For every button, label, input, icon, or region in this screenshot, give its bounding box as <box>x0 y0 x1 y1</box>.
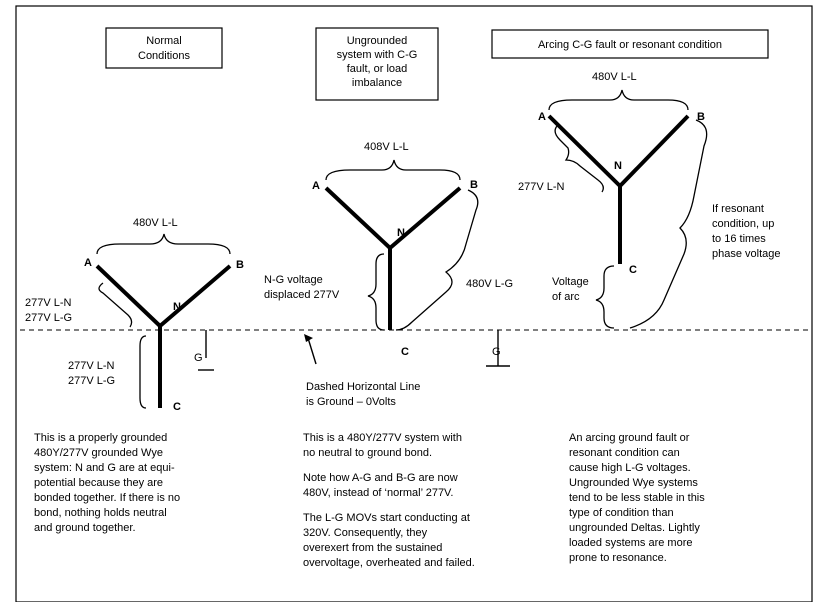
node-b: B <box>697 111 705 123</box>
ng-voltage-1: N-G voltage <box>264 274 323 286</box>
brace-arc <box>595 265 615 329</box>
ln-voltage: 277V L-N <box>518 181 565 193</box>
para-normal-line: bonded together. If there is no <box>34 492 180 504</box>
para-arcing-line: tend to be less stable in this <box>569 492 705 504</box>
node-b: B <box>236 259 244 271</box>
brace-resonant <box>629 119 708 329</box>
node-a: A <box>538 111 546 123</box>
leg-b <box>618 114 690 188</box>
header-ungrounded-line-2: system with C-G <box>337 49 418 61</box>
header-ungrounded: Ungrounded system with C-G fault, or loa… <box>315 27 439 101</box>
brace-ll <box>325 159 461 181</box>
node-b: B <box>470 179 478 191</box>
para-ungrounded-line: This is a 480Y/277V system with <box>303 432 462 444</box>
brace-lg <box>395 189 479 331</box>
header-ungrounded-line-4: imbalance <box>352 77 402 89</box>
resonant-2: condition, up <box>712 218 774 230</box>
leg-a <box>547 114 622 188</box>
ground-note-arrow <box>307 337 317 365</box>
header-arcing-line-1: Arcing C-G fault or resonant condition <box>538 39 722 51</box>
para-arcing-line: ungrounded Deltas. Lightly <box>569 522 700 534</box>
node-g: G <box>492 346 501 358</box>
para-normal-line: 480Y/277V grounded Wye <box>34 447 163 459</box>
arc-voltage-1: Voltage <box>552 276 589 288</box>
brace-ll <box>96 233 231 255</box>
leg-a <box>324 186 392 250</box>
para-ungrounded-line: overexert from the sustained <box>303 542 442 554</box>
para-arcing-line: An arcing ground fault or <box>569 432 690 444</box>
node-n: N <box>397 227 405 239</box>
para-ungrounded-line: overvoltage, overheated and failed. <box>303 557 475 569</box>
leg-a <box>95 264 162 328</box>
diagram-arcing: A B N C 480V L-L 277V L-N Voltage of arc… <box>518 71 781 329</box>
para-normal-line: potential because they are <box>34 477 163 489</box>
brace-ln <box>554 125 604 193</box>
outer-frame <box>15 5 813 602</box>
header-normal: Normal Conditions <box>105 27 223 69</box>
ground-note-1: Dashed Horizontal Line <box>306 381 420 393</box>
node-c: C <box>629 264 637 276</box>
brace-ln-lower <box>139 335 147 409</box>
ll-voltage: 480V L-L <box>592 71 637 83</box>
arc-voltage-2: of arc <box>552 291 580 303</box>
node-a: A <box>312 180 320 192</box>
para-ungrounded-line: no neutral to ground bond. <box>303 447 432 459</box>
header-ungrounded-line-3: fault, or load <box>347 63 408 75</box>
leg-b <box>388 186 462 250</box>
brace-ll <box>548 89 689 111</box>
para-arcing-line: prone to resonance. <box>569 552 667 564</box>
resonant-3: to 16 times <box>712 233 766 245</box>
node-g: G <box>194 352 203 364</box>
brace-ng <box>367 253 385 331</box>
node-c: C <box>173 401 181 413</box>
para-ungrounded-line: Note how A-G and B-G are now <box>303 472 458 484</box>
brace-ln-upper <box>98 282 133 328</box>
para-normal-line: This is a properly grounded <box>34 432 167 444</box>
para-normal-line: system: N and G are at equi- <box>34 462 175 474</box>
explanation-ungrounded: This is a 480Y/277V system with no neutr… <box>303 432 475 569</box>
node-c: C <box>401 346 409 358</box>
header-normal-line-1: Normal <box>146 35 181 47</box>
ln-upper-2: 277V L-G <box>25 312 72 324</box>
para-ungrounded-line: 320V. Consequently, they <box>303 527 428 539</box>
resonant-1: If resonant <box>712 203 764 215</box>
explanation-arcing: An arcing ground fault or resonant condi… <box>569 432 705 564</box>
ground-note-2: is Ground – 0Volts <box>306 396 396 408</box>
para-arcing-line: type of condition than <box>569 507 674 519</box>
para-arcing-line: loaded systems are more <box>569 537 693 549</box>
ll-voltage: 408V L-L <box>364 141 409 153</box>
node-n: N <box>614 160 622 172</box>
para-normal-line: and ground together. <box>34 522 136 534</box>
header-ungrounded-line-1: Ungrounded <box>347 35 408 47</box>
para-arcing-line: cause high L-G voltages. <box>569 462 691 474</box>
leg-b <box>158 264 232 328</box>
header-arcing: Arcing C-G fault or resonant condition <box>491 29 769 59</box>
ln-lower-1: 277V L-N <box>68 360 115 372</box>
para-normal-line: bond, nothing holds neutral <box>34 507 167 519</box>
node-n: N <box>173 301 181 313</box>
ground-note-arrowhead <box>304 334 313 342</box>
ln-upper-1: 277V L-N <box>25 297 72 309</box>
header-normal-line-2: Conditions <box>138 50 190 62</box>
diagram-ungrounded: A B N C G 408V L-L N-G voltage displaced… <box>264 141 513 408</box>
ll-voltage: 480V L-L <box>133 217 178 229</box>
lg-voltage: 480V L-G <box>466 278 513 290</box>
para-arcing-line: resonant condition can <box>569 447 680 459</box>
ng-voltage-2: displaced 277V <box>264 289 340 301</box>
resonant-4: phase voltage <box>712 248 781 260</box>
para-ungrounded-line: The L-G MOVs start conducting at <box>303 512 470 524</box>
explanation-normal: This is a properly grounded 480Y/277V gr… <box>34 432 180 534</box>
para-arcing-line: Ungrounded Wye systems <box>569 477 698 489</box>
ln-lower-2: 277V L-G <box>68 375 115 387</box>
node-a: A <box>84 257 92 269</box>
diagram-normal: A B N C G 480V L-L 277V L-N 277V L-G 277… <box>25 217 244 413</box>
para-ungrounded-line: 480V, instead of ‘normal’ 277V. <box>303 487 453 499</box>
